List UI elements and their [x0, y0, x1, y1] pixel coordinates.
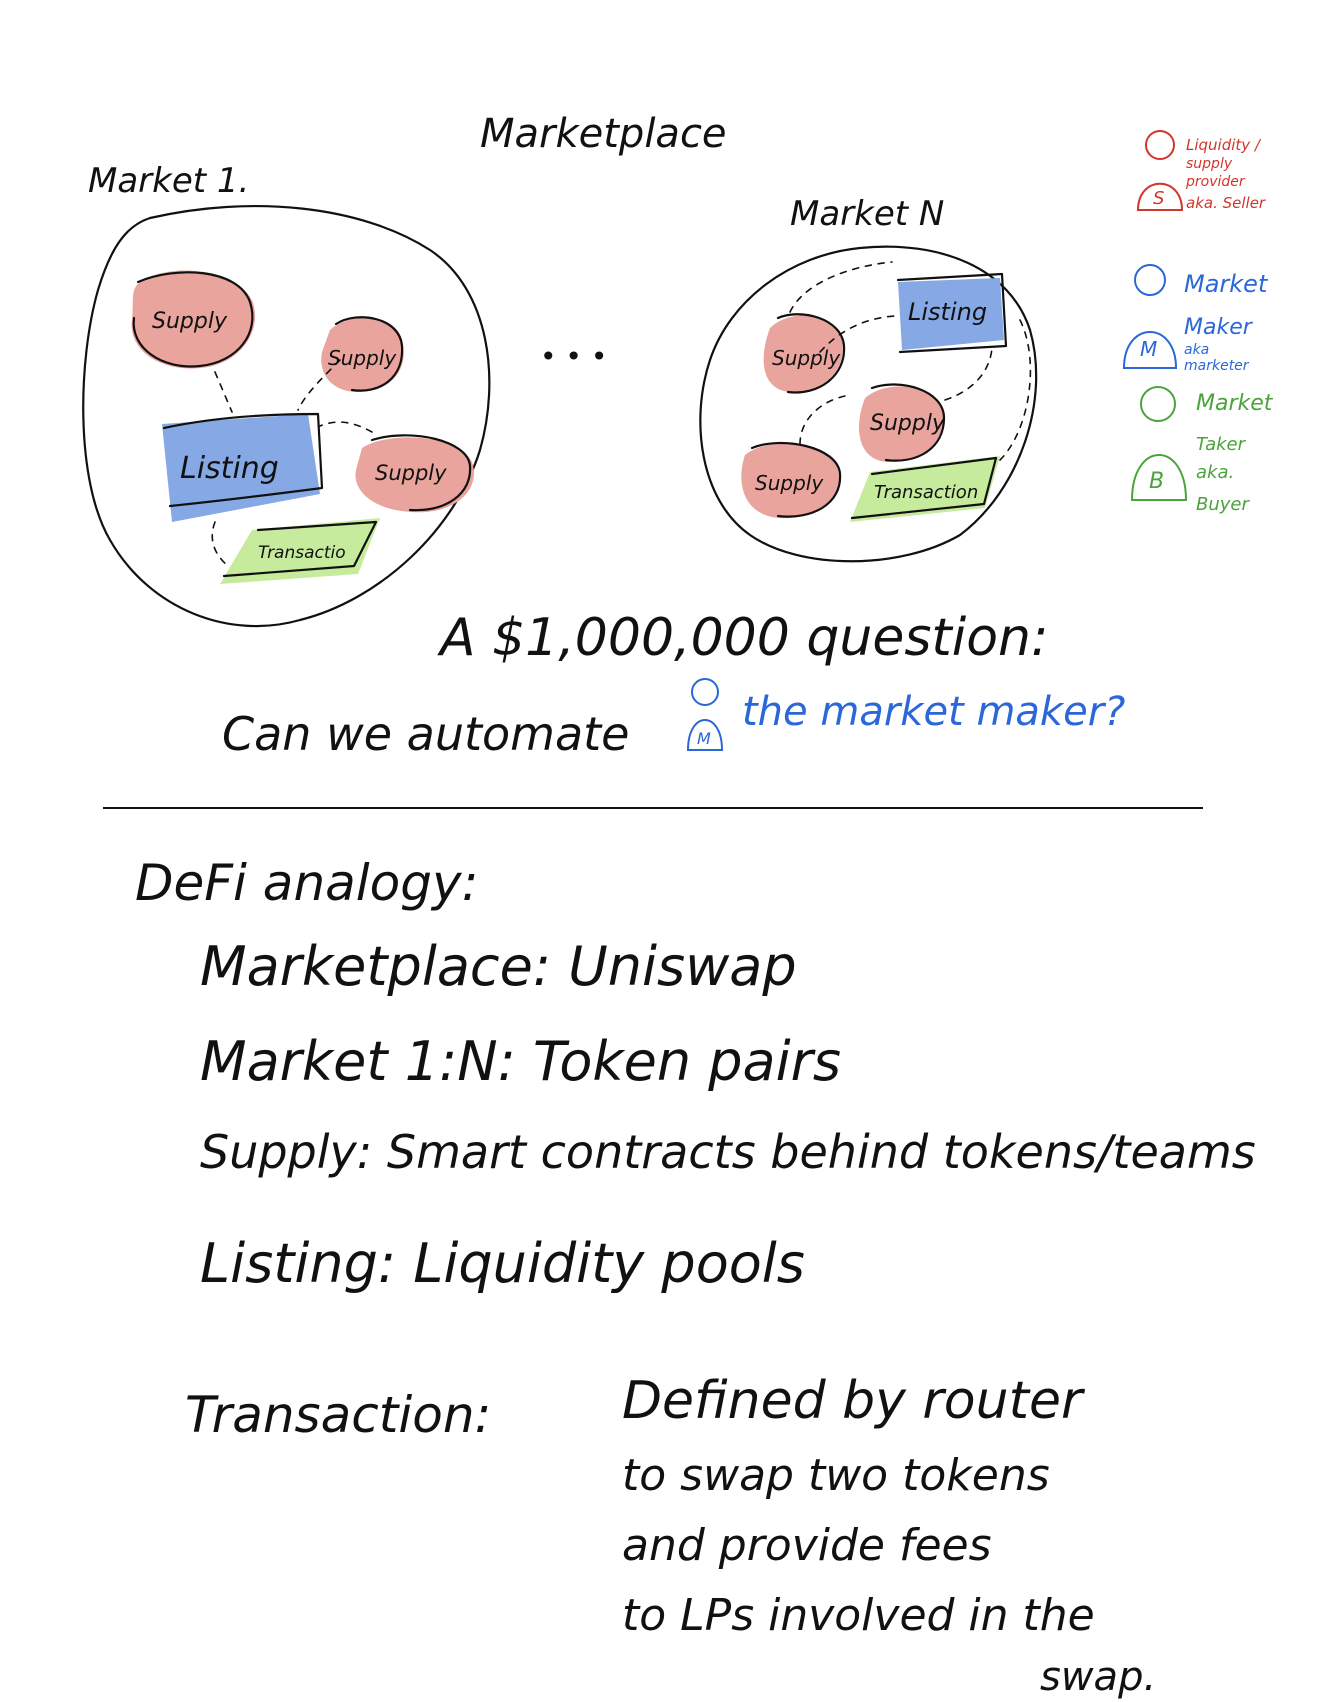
- analogy-row-1: Marketplace: Uniswap: [200, 935, 797, 998]
- transaction-line-3: and provide fees: [622, 1520, 992, 1571]
- market-1-listing: Listing: [162, 412, 324, 522]
- market-n-listing-label: Listing: [908, 298, 987, 326]
- market-n-boundary: [699, 245, 1038, 563]
- arrow-supply-to-listing: [214, 371, 233, 413]
- market-1-supply-1-label: Supply: [152, 309, 228, 334]
- transaction-line-4: to LPs involved in the: [622, 1590, 1095, 1641]
- arrow-listing-to-transaction: [211, 521, 229, 567]
- question-maker-icon: M: [686, 678, 724, 751]
- market-1-transaction-label: Transactio: [258, 543, 346, 563]
- supplier-line-2: supply: [1186, 156, 1233, 172]
- maker-line-4: marketer: [1184, 358, 1250, 374]
- supplier-line-3: provider: [1185, 174, 1246, 190]
- arrow-n-supply1-to-listing: [819, 315, 896, 353]
- arrow-n-listing-to-transaction: [999, 319, 1032, 461]
- market-1-supply-2-label: Supply: [328, 346, 397, 370]
- arrow-supply3-to-listing: [319, 421, 373, 433]
- transaction-line-5: swap.: [1040, 1654, 1156, 1700]
- question-line-2-blue: the market maker?: [742, 689, 1125, 735]
- transaction-line-1: Defined by router: [622, 1371, 1086, 1431]
- market-1-supply-1: Supply: [131, 270, 256, 369]
- arrow-n-loop-to-listing: [789, 261, 893, 313]
- taker-glyph: B: [1149, 469, 1164, 494]
- taker-line-1: Market: [1196, 391, 1274, 416]
- supplier-line-1: Liquidity /: [1186, 136, 1262, 154]
- legend-maker: M Market Maker aka marketer: [1122, 264, 1269, 374]
- arrow-n-supply3-to-supply2: [799, 394, 851, 445]
- ellipsis: • • •: [540, 340, 607, 373]
- market-n-supply-1-label: Supply: [772, 346, 841, 370]
- maker-glyph: M: [1140, 337, 1157, 361]
- analogy-row-4: Listing: Liquidity pools: [200, 1232, 805, 1295]
- analogy-row-2: Market 1:N: Token pairs: [200, 1030, 841, 1093]
- taker-line-3: aka.: [1196, 462, 1234, 483]
- legend-taker: B Market Taker aka. Buyer: [1130, 386, 1274, 515]
- supplier-line-4: aka. Seller: [1186, 194, 1266, 212]
- maker-line-3: aka: [1184, 342, 1209, 358]
- market-n-supply-2-label: Supply: [870, 411, 946, 436]
- market-1-supply-2: Supply: [321, 316, 404, 392]
- analogy-heading: DeFi analogy:: [135, 854, 478, 912]
- market-n-supply-1: Supply: [763, 313, 846, 394]
- transaction-label: Transaction:: [185, 1386, 491, 1444]
- market-1-listing-label: Listing: [180, 451, 279, 486]
- market-n-supply-3-label: Supply: [755, 471, 824, 495]
- maker-line-1: Market: [1184, 270, 1269, 298]
- question-line-1: A $1,000,000 question:: [437, 608, 1049, 668]
- market-1-transaction: Transactio: [220, 518, 380, 584]
- market-n-supply-2: Supply: [858, 383, 946, 462]
- analogy-row-3: Supply: Smart contracts behind tokens/te…: [200, 1125, 1256, 1179]
- market-1-label: Market 1.: [88, 161, 249, 201]
- arrow-n-supply2-to-listing: [944, 347, 993, 401]
- market-n-listing: Listing: [896, 272, 1008, 354]
- market-n-label: Market N: [790, 194, 944, 234]
- marketplace-title: Marketplace: [480, 111, 727, 157]
- taker-line-4: Buyer: [1196, 494, 1250, 515]
- supplier-glyph: S: [1153, 188, 1164, 209]
- taker-line-2: Taker: [1196, 434, 1247, 455]
- market-n-supply-3: Supply: [741, 441, 842, 519]
- question-maker-glyph: M: [697, 729, 711, 748]
- legend-supplier: S Liquidity / supply provider aka. Selle…: [1136, 130, 1266, 212]
- market-1-supply-3-label: Supply: [375, 461, 447, 485]
- maker-line-2: Maker: [1184, 315, 1254, 340]
- market-n-transaction: Transaction: [850, 456, 1000, 522]
- question-line-2: Can we automate: [222, 707, 630, 761]
- market-1-supply-3: Supply: [355, 434, 474, 513]
- market-1-boundary: [82, 204, 491, 628]
- transaction-line-2: to swap two tokens: [622, 1450, 1050, 1501]
- market-n-transaction-label: Transaction: [874, 482, 978, 503]
